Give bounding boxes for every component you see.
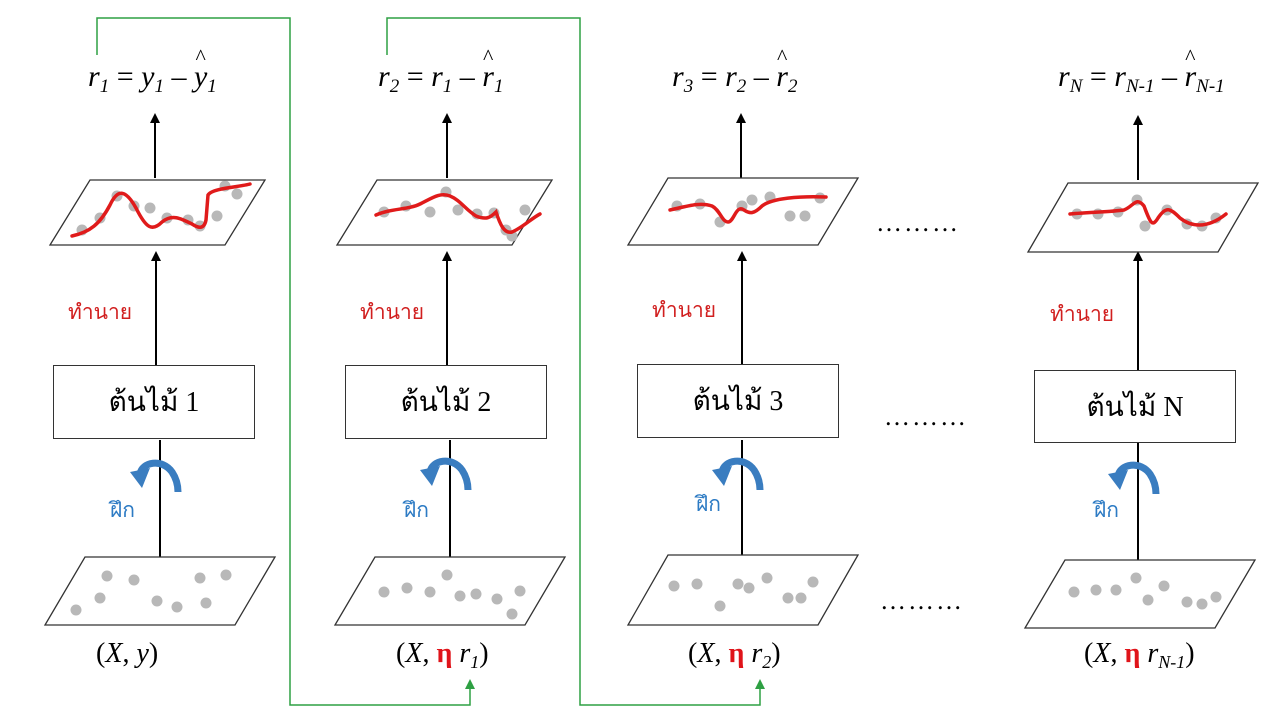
curved-arrow-icon (1108, 461, 1160, 495)
ellipsis-inputs: ……… (880, 586, 964, 615)
stage-3-graphics (626, 113, 860, 626)
tree-label-1: ต้นไม้ 1 (108, 387, 200, 418)
prediction-plane (626, 177, 860, 246)
tree-label-n: ต้นไม้ N (1086, 391, 1184, 423)
input-plane (333, 556, 567, 626)
ellipsis-planes: ……… (876, 208, 960, 237)
tree-label-3: ต้นไม้ 3 (692, 386, 784, 417)
input-label-3: (X, η r2) (688, 638, 781, 672)
residual-formula-n: rN = rN-1 – rN-1 (1058, 46, 1225, 96)
residual-connector-2 (386, 17, 765, 706)
predict-label-3: ทำนาย (652, 298, 717, 322)
predict-label-1: ทำนาย (68, 300, 133, 324)
fit-curve (374, 192, 542, 234)
prediction-plane (48, 179, 267, 246)
predict-label-n: ทำนาย (1050, 302, 1115, 326)
ellipsis-trees: ……… (884, 402, 968, 431)
input-plane (1023, 559, 1257, 629)
fit-curve (1068, 200, 1228, 227)
curved-arrow-icon (130, 459, 182, 493)
input-plane (626, 554, 860, 626)
input-label-n: (X, η rN-1) (1084, 638, 1195, 672)
prediction-plane (1026, 182, 1260, 253)
residual-connector-1 (96, 17, 475, 706)
input-label-2: (X, η r1) (396, 638, 489, 672)
stage-1-graphics (43, 113, 277, 626)
input-points (378, 569, 526, 620)
input-points (668, 572, 819, 612)
curved-arrow-icon (712, 457, 764, 491)
train-label-3: ฝึก (696, 492, 722, 516)
tree-box-2: ต้นไม้ 2 (345, 365, 547, 439)
input-plane (43, 556, 277, 626)
eta-symbol: η (728, 638, 745, 669)
input-label-1: (X, y) (96, 638, 159, 669)
stage-2-graphics (333, 113, 567, 626)
tree-label-2: ต้นไม้ 2 (400, 387, 492, 418)
residual-formula-2: r2 = r1 – r1 (378, 46, 503, 96)
prediction-plane (335, 179, 554, 246)
predict-label-2: ทำนาย (360, 300, 425, 324)
stage-n-graphics (1023, 115, 1260, 629)
residual-formula-1: r1 = y1 – y1 (88, 46, 217, 96)
train-label-n: ฝึก (1094, 498, 1120, 522)
train-label-1: ฝึก (110, 498, 136, 522)
input-points (1068, 572, 1222, 610)
input-points (70, 569, 232, 616)
tree-box-n: ต้นไม้ N (1034, 370, 1236, 443)
fit-curve (668, 195, 828, 224)
tree-box-3: ต้นไม้ 3 (637, 364, 839, 438)
tree-box-1: ต้นไม้ 1 (53, 365, 255, 439)
fit-curve (70, 182, 252, 238)
eta-symbol: η (1124, 638, 1141, 669)
residual-formula-3: r3 = r2 – r2 (672, 46, 797, 96)
curved-arrow-icon (420, 457, 472, 491)
train-label-2: ฝึก (404, 498, 430, 522)
eta-symbol: η (436, 638, 453, 669)
